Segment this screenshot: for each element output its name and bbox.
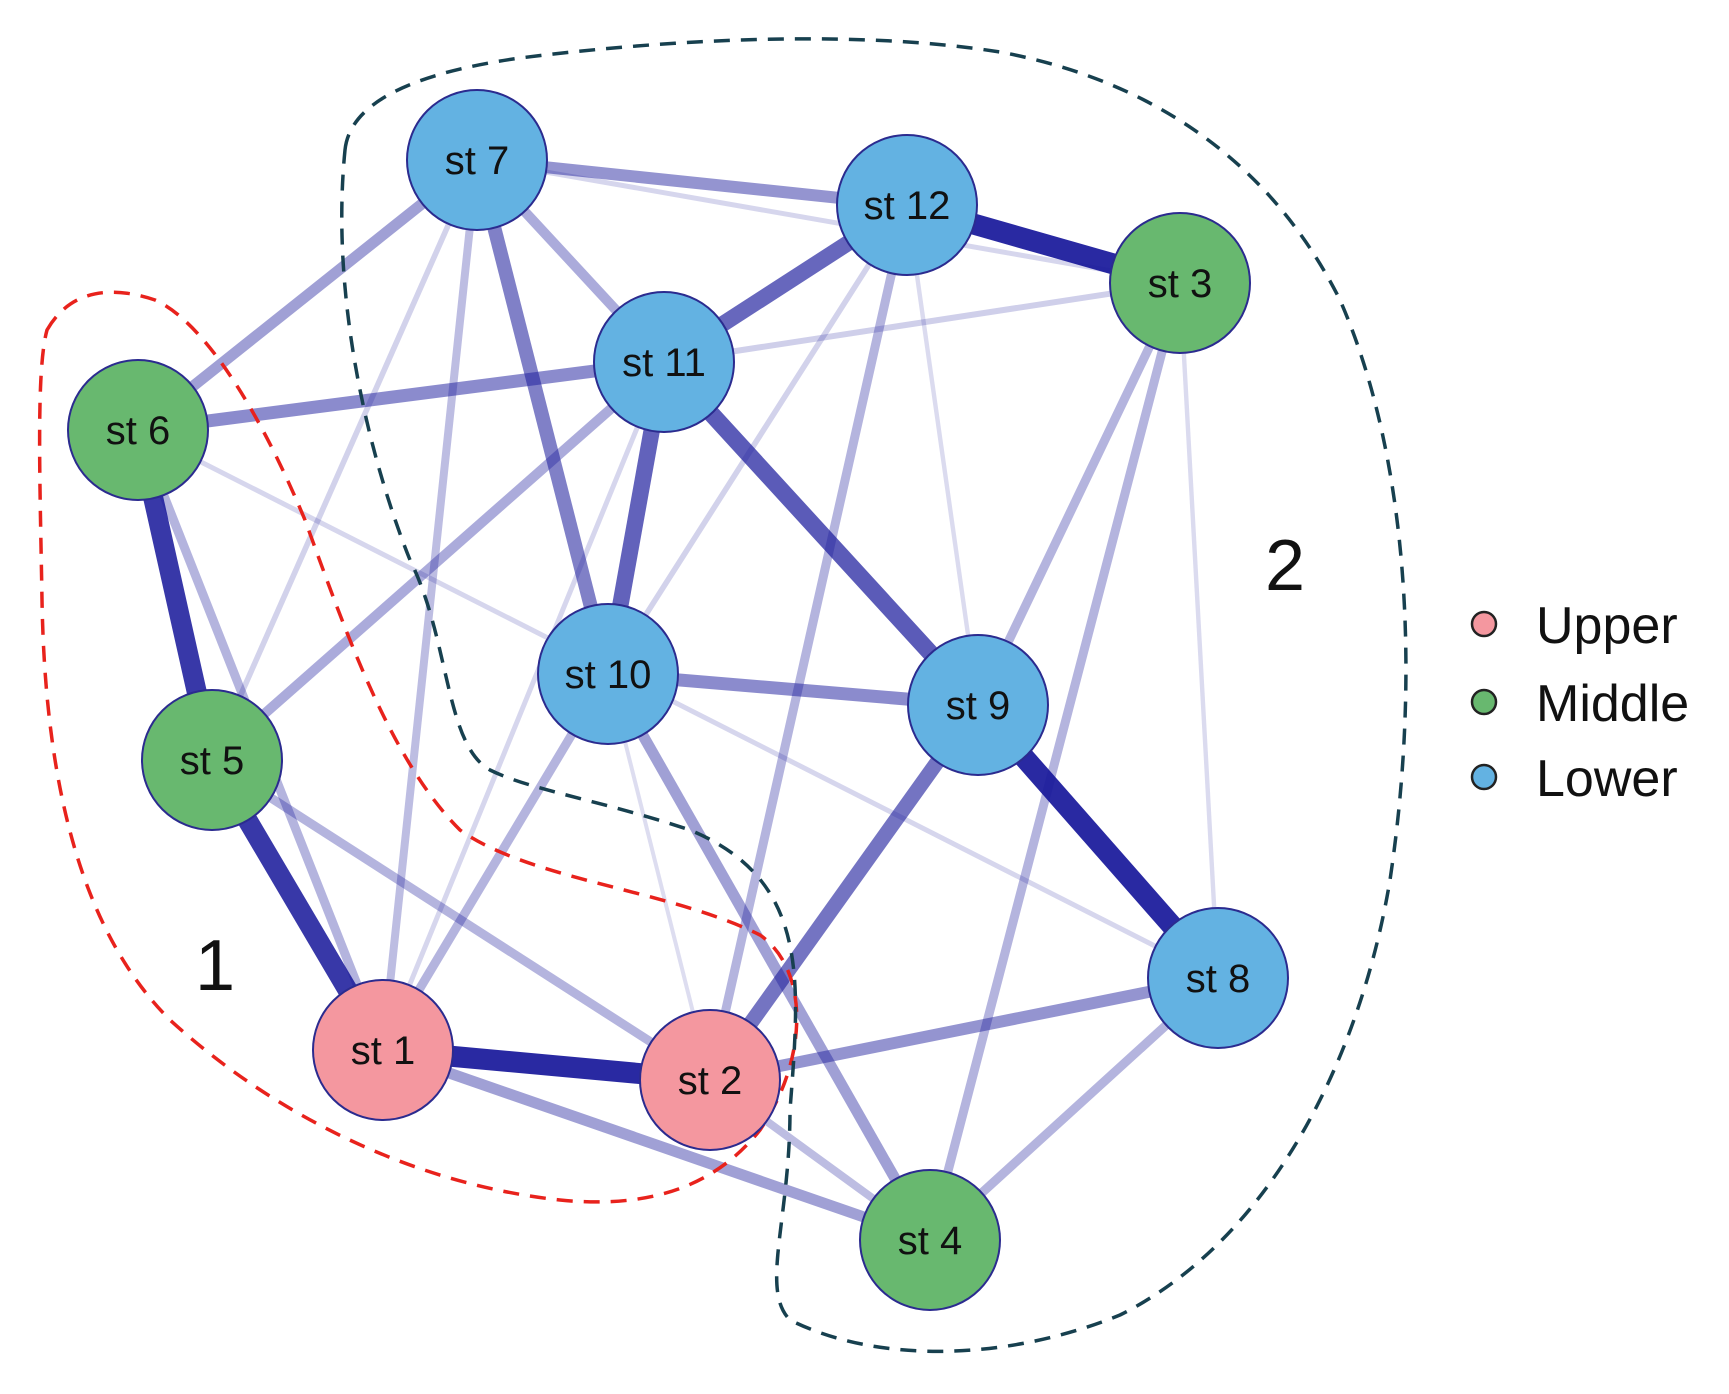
cluster-labels: 1 2	[195, 526, 1305, 1006]
node-label-st6: st 6	[106, 409, 170, 453]
node-circle-st2	[639, 1009, 781, 1151]
node-circle-st7	[406, 89, 548, 231]
edge-st12-st9	[904, 204, 981, 706]
node-label-st8: st 8	[1186, 957, 1250, 1001]
legend-item-middle: Middle	[1470, 675, 1689, 733]
node-label-st12: st 12	[864, 184, 951, 228]
edge-st7-st1	[379, 159, 481, 1051]
node-circle-st3	[1109, 212, 1251, 354]
node-st1: st 1	[312, 979, 454, 1121]
node-st12: st 12	[836, 134, 978, 276]
edge-st12-st10	[605, 203, 910, 676]
edge-st3-st8	[1177, 282, 1221, 979]
legend-marker-middle	[1470, 688, 1498, 716]
edge-st7-st12	[476, 154, 908, 211]
legend-label-upper: Upper	[1536, 597, 1678, 655]
edge-st7-st10	[470, 158, 615, 676]
edge-st11-st1	[380, 361, 667, 1051]
node-st6: st 6	[67, 359, 209, 501]
edge-st5-st2	[209, 756, 713, 1084]
edge-st7-st3	[476, 157, 1181, 286]
legend-marker-upper	[1470, 610, 1498, 638]
node-label-st2: st 2	[678, 1059, 742, 1103]
cluster-2-outline	[340, 37, 1408, 1354]
node-circle-st8	[1147, 907, 1289, 1049]
node-st11: st 11	[593, 291, 735, 433]
node-label-st4: st 4	[898, 1219, 962, 1263]
edge-st10-st4	[603, 671, 935, 1243]
node-circle-st10	[537, 603, 679, 745]
edge-st6-st8	[136, 427, 1220, 981]
node-label-st1: st 1	[351, 1029, 415, 1073]
cluster-1-label: 1	[195, 926, 235, 1006]
node-label-st3: st 3	[1148, 262, 1212, 306]
legend-label-middle: Middle	[1536, 675, 1689, 733]
node-label-st9: st 9	[946, 684, 1010, 728]
edge-st3-st4	[925, 281, 1185, 1242]
node-label-st11: st 11	[622, 341, 706, 385]
node-label-st10: st 10	[565, 653, 652, 697]
cluster-1-outline	[37, 290, 799, 1204]
node-circle-st1	[312, 979, 454, 1121]
edge-st5-st11	[208, 358, 668, 764]
node-circle-st9	[907, 634, 1049, 776]
edge-st7-st6	[134, 155, 481, 435]
node-st3: st 3	[1109, 212, 1251, 354]
edge-st10-st1	[379, 671, 612, 1053]
node-st7: st 7	[406, 89, 548, 231]
node-st2: st 2	[639, 1009, 781, 1151]
legend-item-upper: Upper	[1470, 597, 1678, 655]
edge-st1-st4	[381, 1044, 932, 1246]
node-st8: st 8	[1147, 907, 1289, 1049]
clusters-layer	[37, 37, 1408, 1354]
node-label-st7: st 7	[445, 139, 509, 183]
legend-label-lower: Lower	[1536, 750, 1678, 808]
legend-item-lower: Lower	[1470, 750, 1678, 808]
edge-st11-st3	[663, 280, 1181, 365]
node-label-st5: st 5	[180, 739, 244, 783]
nodes-layer: st 1 st 2 st 3 st 4 st 5 st 6 st 7 st 8 st 9 st 1…	[67, 89, 1289, 1311]
node-circle-st11	[593, 291, 735, 433]
edge-st3-st9	[973, 281, 1185, 707]
legend: Upper Middle Lower	[1470, 597, 1689, 808]
node-circle-st6	[67, 359, 209, 501]
edge-st9-st2	[703, 700, 985, 1085]
node-st10: st 10	[537, 603, 679, 745]
edge-st12-st2	[705, 204, 912, 1081]
legend-marker-lower	[1470, 763, 1498, 791]
cluster-2-label: 2	[1265, 526, 1305, 606]
node-circle-st4	[859, 1169, 1001, 1311]
node-st4: st 4	[859, 1169, 1001, 1311]
edge-st6-st11	[137, 355, 665, 437]
edge-st7-st5	[209, 158, 480, 762]
node-st5: st 5	[141, 689, 283, 831]
node-st9: st 9	[907, 634, 1049, 776]
edge-st11-st9	[657, 356, 985, 711]
node-circle-st12	[836, 134, 978, 276]
node-circle-st5	[141, 689, 283, 831]
